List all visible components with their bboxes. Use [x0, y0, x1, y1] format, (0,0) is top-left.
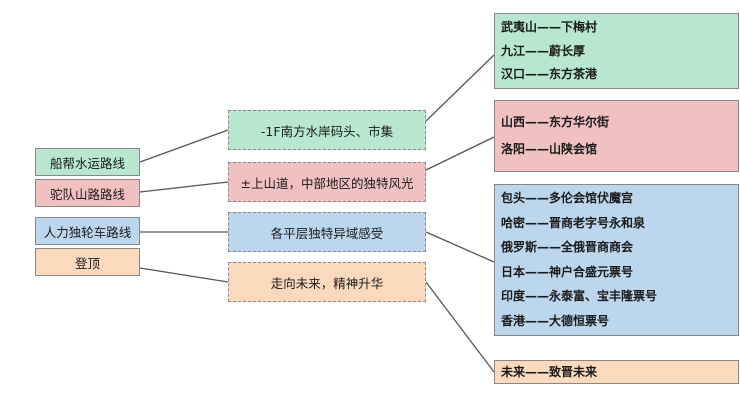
connector-line — [425, 136, 495, 171]
destination-item: 九江——蔚长厚 — [501, 43, 586, 58]
theme-mountain-road: ±上山道，中部地区的独特风光 — [228, 162, 426, 202]
route-label: 船帮水运路线 — [49, 155, 125, 171]
route-label: 驼队山路路线 — [49, 186, 125, 202]
destination-item: 未来——致晋未来 — [501, 364, 598, 379]
connector-line — [425, 281, 495, 373]
connector-line — [139, 267, 229, 283]
destination-item: 包头——多伦会馆伏魔宫 — [501, 191, 634, 205]
destination-item: 日本——神户合盛元票号 — [501, 264, 634, 279]
theme-exotic-floors: 各平层独特异域感受 — [228, 212, 426, 252]
route-wheelbarrow: 人力独轮车路线 — [35, 217, 140, 245]
route-label: 登顶 — [74, 255, 100, 271]
destination-group-future: 未来——致晋未来 — [494, 360, 739, 384]
theme-label: -1F南方水岸码头、市集 — [260, 123, 394, 139]
destination-item: 汉口——东方茶港 — [501, 67, 598, 81]
route-camel: 驼队山路路线 — [35, 179, 140, 207]
destination-item: 俄罗斯——全俄晋商商会 — [501, 240, 634, 255]
theme-waterfront: -1F南方水岸码头、市集 — [228, 110, 426, 150]
destination-item: 洛阳——山陕会馆 — [501, 142, 598, 156]
theme-label: ±上山道，中部地区的独特风光 — [240, 175, 414, 191]
route-label: 人力独轮车路线 — [43, 224, 132, 240]
destination-group-mountain: 山西——东方华尔街 洛阳——山陕会馆 — [494, 100, 739, 172]
route-summit: 登顶 — [35, 248, 140, 276]
destination-group-water: 武夷山——下梅村 九江——蔚长厚 汉口——东方茶港 — [494, 13, 739, 89]
connector-line — [139, 181, 229, 193]
connector-line — [425, 54, 495, 122]
destination-item: 哈密——晋商老字号永和泉 — [501, 215, 646, 230]
destination-item: 武夷山——下梅村 — [501, 20, 598, 34]
destination-item: 香港——大德恒票号 — [501, 313, 610, 328]
destination-item: 印度——永泰富、宝丰隆票号 — [501, 289, 658, 304]
route-boat: 船帮水运路线 — [35, 148, 140, 176]
theme-future: 走向未来，精神升华 — [228, 262, 426, 302]
theme-label: 各平层独特异域感受 — [270, 225, 384, 241]
destination-group-abroad: 包头——多伦会馆伏魔宫 哈密——晋商老字号永和泉 俄罗斯——全俄晋商商会 日本—… — [494, 184, 739, 336]
connector-line — [139, 129, 229, 163]
theme-label: 走向未来，精神升华 — [270, 275, 384, 291]
destination-item: 山西——东方华尔街 — [501, 115, 610, 129]
connector-line — [425, 231, 495, 263]
